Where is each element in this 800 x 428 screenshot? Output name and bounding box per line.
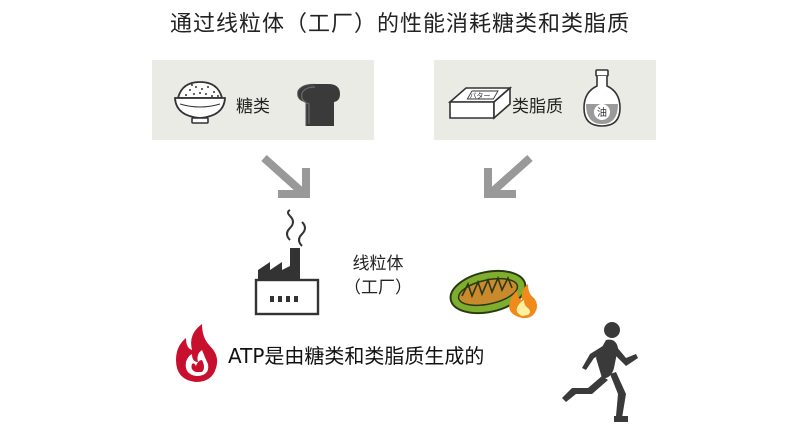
butter-icon: バター: [447, 86, 513, 120]
butter-text: バター: [470, 91, 491, 100]
flame-icon: [176, 324, 218, 382]
atp-caption: ATP是由糖类和类脂质生成的: [228, 344, 485, 368]
runner-icon: [562, 322, 638, 422]
factory-icon: [254, 209, 320, 316]
oil-text: 油: [597, 106, 607, 119]
mitochondria-label-line1: 线粒体: [352, 254, 404, 274]
diagram-title: 通过线粒体（工厂）的性能消耗糖类和类脂质: [169, 12, 630, 37]
mitochondria-label: 线粒体 （工厂）: [338, 252, 418, 300]
oil-bottle-icon: 油: [583, 69, 621, 127]
carbs-label: 糖类: [236, 97, 270, 117]
mitochondria-label-line2: （工厂）: [344, 278, 412, 298]
lipids-label: 类脂质: [512, 97, 563, 117]
bread-loaf-icon: [297, 83, 340, 126]
rice-bowl-icon: [174, 81, 226, 124]
arrow-down-left-icon: [484, 155, 533, 198]
arrow-down-right-icon: [261, 155, 310, 198]
mitochondria-icon: [449, 269, 537, 319]
